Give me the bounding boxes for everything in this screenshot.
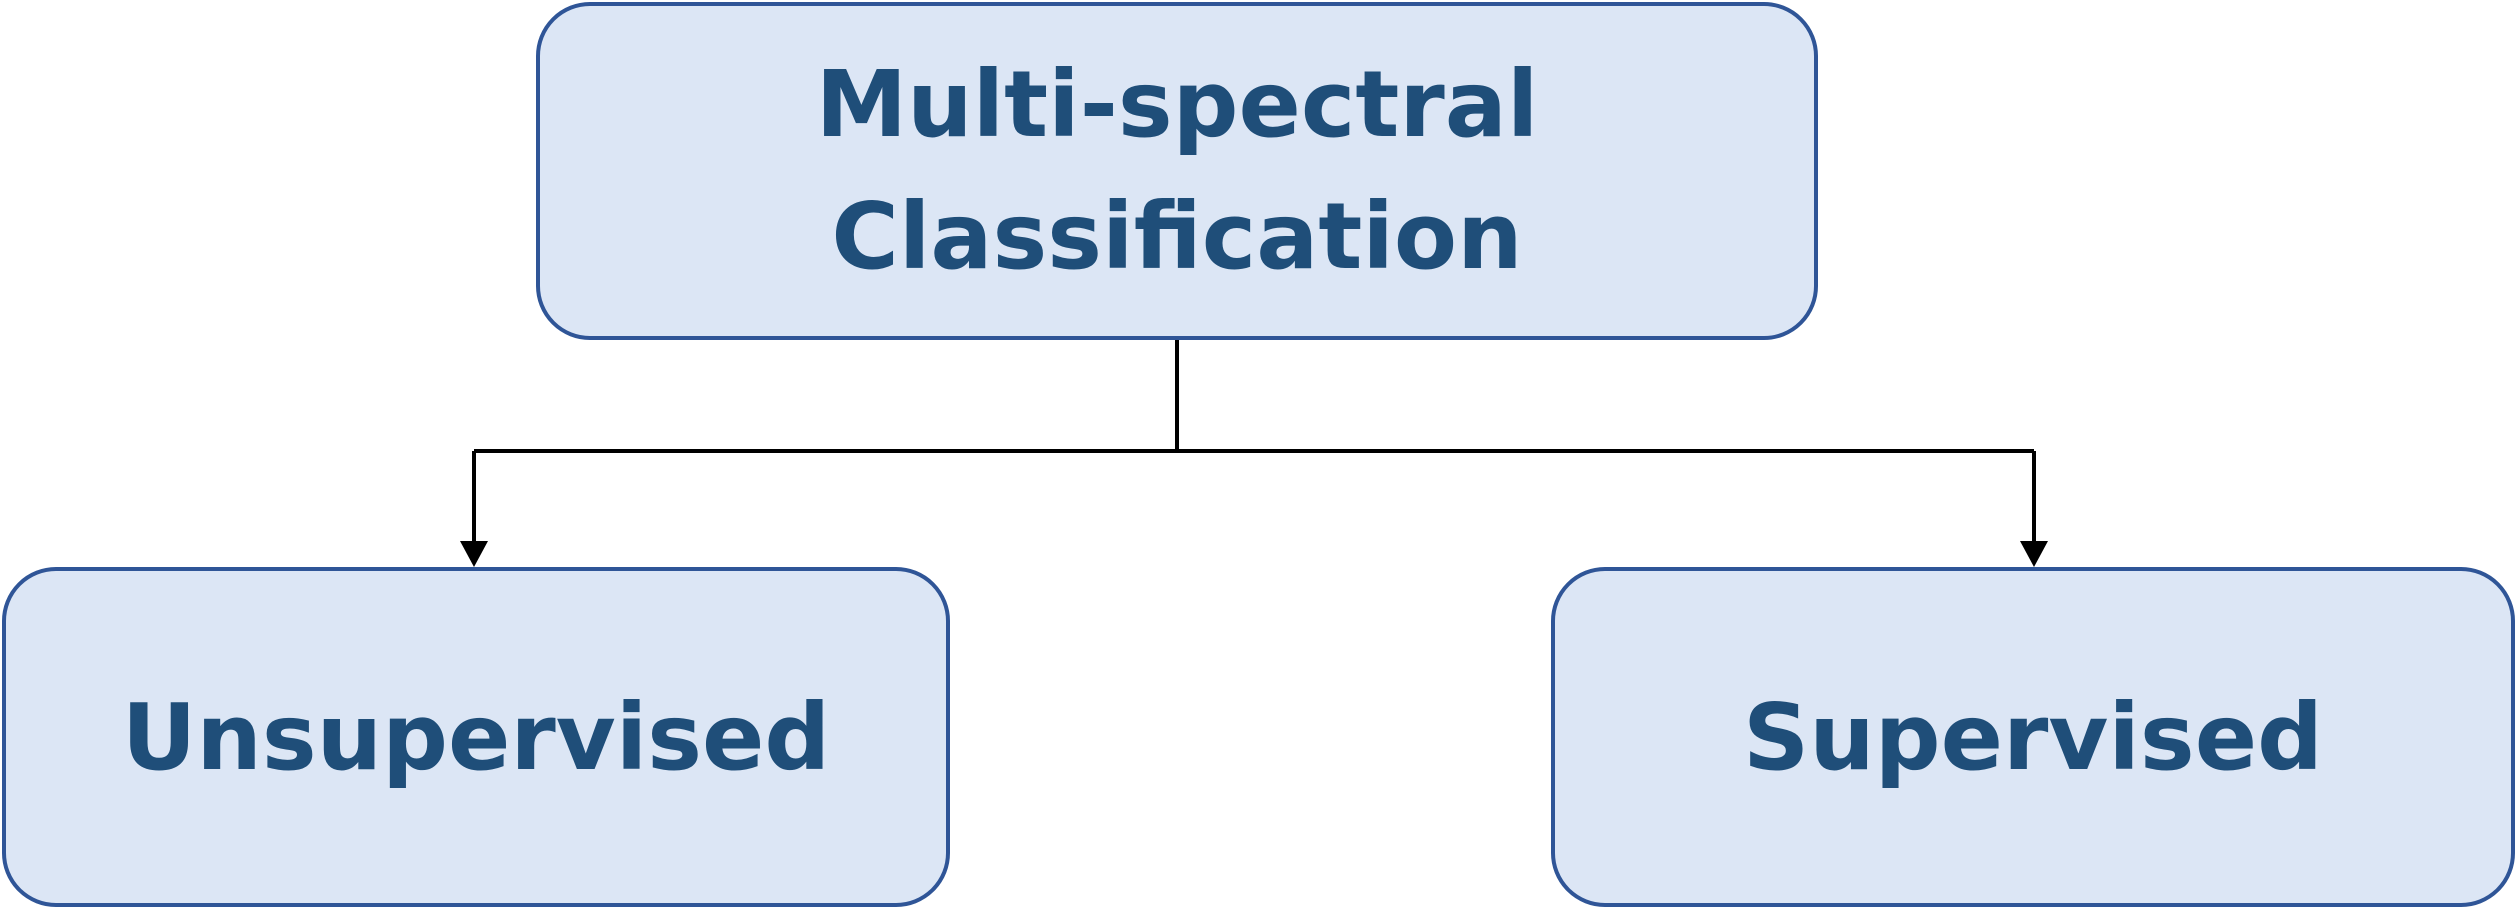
child-node-supervised: Supervised bbox=[1551, 567, 2515, 907]
right-arrowhead-icon bbox=[2020, 541, 2048, 567]
root-node-label-line2: Classification bbox=[831, 183, 1523, 290]
root-node-label-line1: Multi-spectral bbox=[815, 51, 1539, 158]
left-arrowhead-icon bbox=[460, 541, 488, 567]
root-node-label: Multi-spectral Classification bbox=[816, 39, 1539, 303]
root-node-multispectral-classification: Multi-spectral Classification bbox=[536, 2, 1818, 340]
child-node-unsupervised: Unsupervised bbox=[2, 567, 950, 907]
child-node-supervised-label: Supervised bbox=[1743, 683, 2323, 791]
child-node-unsupervised-label: Unsupervised bbox=[121, 683, 831, 791]
